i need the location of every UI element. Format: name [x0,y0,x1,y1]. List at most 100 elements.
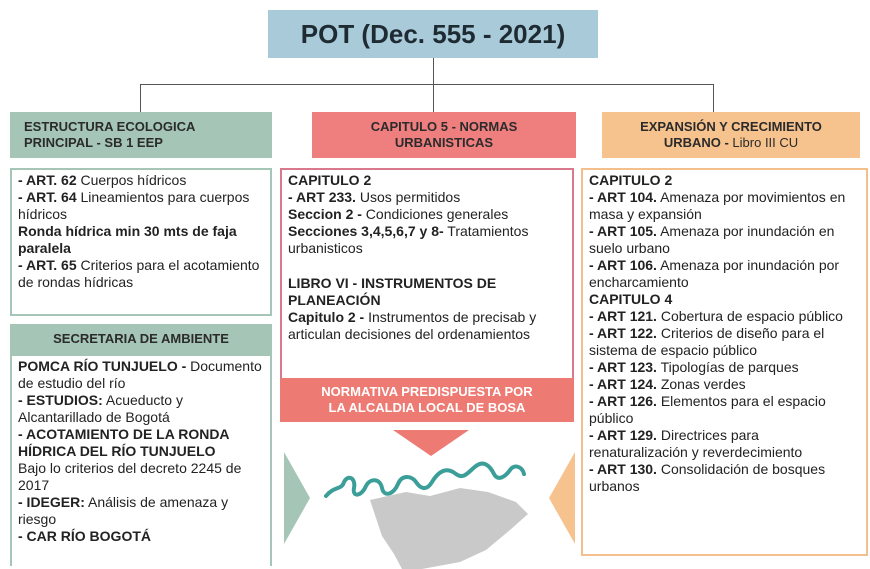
heading-line: ESTRUCTURA ECOLOGICA [24,119,196,134]
list-item: Ronda hídrica min 30 mts de faja paralel… [18,223,264,257]
item-label: - ART 123. [589,359,657,375]
item-text: Bajo lo criterios del decreto 2245 de 20… [18,460,242,493]
item-text: Acueducto y Alcantarillado de Bogotá [18,392,183,425]
banner-line: NORMATIVA PREDISPUESTA POR [321,384,533,399]
list-item: - ART 126. Elementos para el espacio púb… [589,393,860,427]
item-label: LIBRO VI - INSTRUMENTOS DE PLANEACIÓN [288,275,497,308]
ecological-structure-panel: - ART. 62 Cuerpos hídricos- ART. 64 Line… [10,168,272,316]
title-box: POT (Dec. 555 - 2021) [268,10,598,58]
list-item: Secciones 3,4,5,6,7 y 8- Tratamientos ur… [288,223,566,257]
item-text: Amenaza por inundación por encharcamient… [589,257,840,290]
environment-secretariat-heading: SECRETARIA DE AMBIENTE [10,324,272,354]
item-label: - ART 233. [288,189,356,205]
list-item: - ART 105. Amenaza por inundación en sue… [589,223,860,257]
list-item: Capitulo 2 - Instrumentos de precisab y … [288,309,566,343]
list-item: - IDEGER: Análisis de amenaza y riesgo [18,494,264,528]
list-item: - CAR RÍO BOGOTÁ [18,528,264,545]
item-label: CAPITULO 2 [288,172,372,188]
connector-right [713,84,714,112]
item-text: Lineamientos para cuerpos hídricos [18,189,250,222]
item-text: Tipologías de parques [656,359,799,375]
item-label: Secciones 3,4,5,6,7 y 8- [288,223,444,239]
item-label: - ART 122. [589,325,657,341]
locality-shape [370,488,528,569]
item-label: Capitulo 2 - [288,309,365,325]
list-item: - ART 123. Tipologías de parques [589,359,860,376]
list-item: - ACOTAMIENTO DE LA RONDA HÍDRICA DEL RÍ… [18,426,264,460]
list-item: - ART 121. Cobertura de espacio público [589,308,860,325]
item-text: Usos permitidos [355,189,461,205]
bosa-map [324,461,528,569]
item-label: - ART 129. [589,427,657,443]
list-item: - ART 233. Usos permitidos [288,189,566,206]
connector-top [433,58,434,84]
item-label: - CAR RÍO BOGOTÁ [18,528,151,544]
item-label: - IDEGER: [18,494,85,510]
item-text: Criterios de diseño para el sistema de e… [589,325,825,358]
urban-norms-heading: CAPITULO 5 - NORMAS URBANISTICAS [312,112,576,158]
list-item: - ART. 65 Criterios para el acotamiento … [18,257,264,291]
item-label: Ronda hídrica min 30 mts de faja paralel… [18,223,237,256]
item-text: Consolidación de bosques urbanos [589,461,826,494]
list-item: POMCA RÍO TUNJUELO - Documento de estudi… [18,358,264,392]
item-text: Análisis de amenaza y riesgo [18,494,229,527]
list-item: - ART. 62 Cuerpos hídricos [18,172,264,189]
list-item: - ART 129. Directrices para renaturaliza… [589,427,860,461]
down-arrow [393,430,469,456]
item-label: - ART. 62 [18,172,77,188]
item-label: - ART 105. [589,223,657,239]
heading-line: SECRETARIA DE AMBIENTE [53,331,229,346]
banner-line: LA ALCALDIA LOCAL DE BOSA [328,400,526,415]
item-text: Directrices para renaturalización y reve… [589,427,803,460]
list-item: Bajo lo criterios del decreto 2245 de 20… [18,460,264,494]
list-item: - ART 106. Amenaza por inundación por en… [589,257,860,291]
list-item: - ART 130. Consolidación de bosques urba… [589,461,860,495]
left-arrow [549,452,575,544]
connector-center [433,84,434,112]
heading-line: PRINCIPAL - SB 1 EEP [24,135,163,150]
river-line [324,461,526,498]
heading-line: URBANO - Libro III CU [664,135,798,151]
bosa-regulation-banner: NORMATIVA PREDISPUESTA POR LA ALCALDIA L… [280,378,574,422]
ecological-structure-heading: ESTRUCTURA ECOLOGICA PRINCIPAL - SB 1 EE… [10,112,272,158]
item-text: Elementos para el espacio público [589,393,826,426]
item-text: Cobertura de espacio público [656,308,843,324]
item-label: - ART 126. [589,393,657,409]
right-arrow [284,452,310,544]
item-label: - ACOTAMIENTO DE LA RONDA HÍDRICA DEL RÍ… [18,426,230,459]
item-label: - ART. 64 [18,189,77,205]
list-item: Seccion 2 - Condiciones generales [288,206,566,223]
heading-line: EXPANSIÓN Y CRECIMIENTO [640,119,822,134]
item-label: - ART 104. [589,189,657,205]
item-text: Amenaza por movimientos en masa y expans… [589,189,846,222]
list-item: CAPITULO 2 [589,172,860,189]
item-label: POMCA RÍO TUNJUELO - [18,358,187,374]
environment-secretariat-panel: POMCA RÍO TUNJUELO - Documento de estudi… [10,354,272,566]
list-item: - ART 124. Zonas verdes [589,376,860,393]
list-item: LIBRO VI - INSTRUMENTOS DE PLANEACIÓN [288,275,566,309]
item-text: Amenaza por inundación en suelo urbano [589,223,835,256]
item-label: CAPITULO 4 [589,291,673,307]
item-label: CAPITULO 2 [589,172,673,188]
urban-expansion-heading: EXPANSIÓN Y CRECIMIENTO URBANO - Libro I… [602,112,860,158]
item-label: - ART 130. [589,461,657,477]
item-label: - ART 106. [589,257,657,273]
list-item: - ART. 64 Lineamientos para cuerpos hídr… [18,189,264,223]
list-item: CAPITULO 4 [589,291,860,308]
heading-regular: Libro III CU [728,135,799,150]
item-label: - ART 124. [589,376,657,392]
list-item: - ART 122. Criterios de diseño para el s… [589,325,860,359]
item-label: Seccion 2 - [288,206,362,222]
item-text: Documento de estudio del río [18,358,262,391]
heading-bold: URBANO - [663,135,729,150]
item-text: Zonas verdes [656,376,746,392]
item-label: - ART. 65 [18,257,77,273]
heading-line: CAPITULO 5 - NORMAS [370,119,518,134]
heading-line: URBANISTICAS [394,135,494,150]
connector-horizontal [140,84,714,85]
urban-expansion-panel: CAPITULO 2- ART 104. Amenaza por movimie… [581,168,868,556]
connector-left [140,84,141,112]
list-item: - ESTUDIOS: Acueducto y Alcantarillado d… [18,392,264,426]
item-text: Instrumentos de precisab y articulan dec… [288,309,537,342]
item-text: Tratamientos urbanisticos [288,223,529,256]
